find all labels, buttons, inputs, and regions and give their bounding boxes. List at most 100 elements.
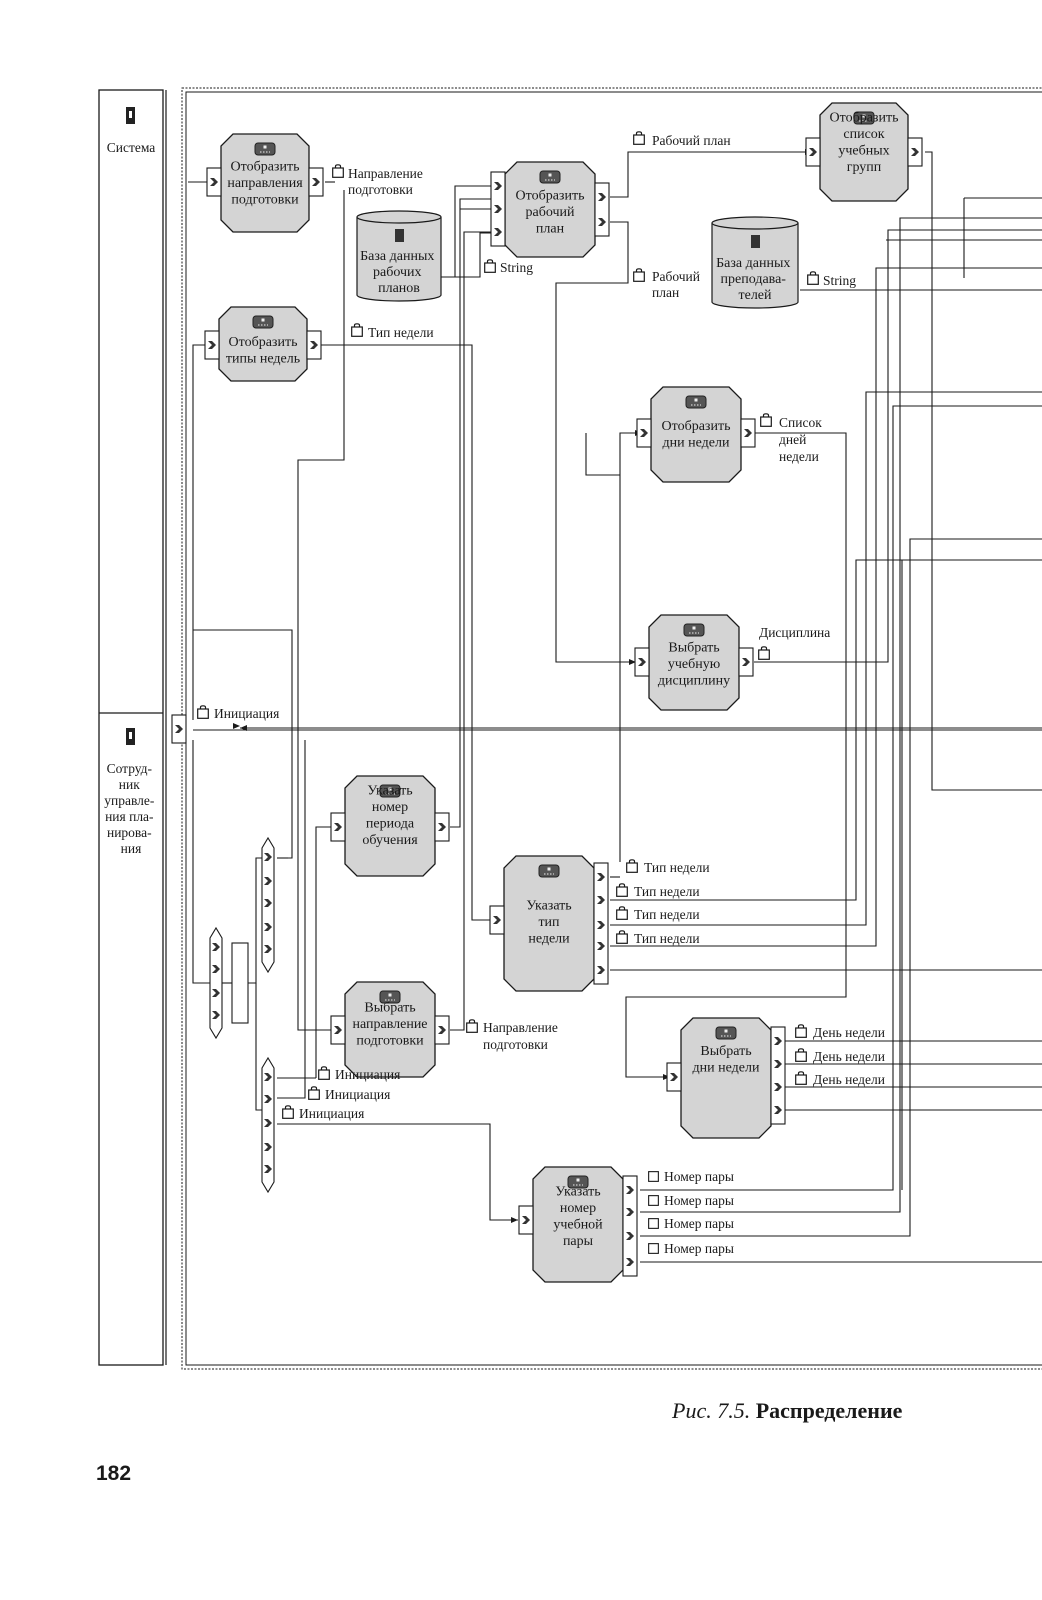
computer-icon <box>683 623 705 637</box>
data-object-icon <box>807 271 819 285</box>
computer-icon <box>539 170 561 184</box>
data-object-icon <box>616 930 628 944</box>
data-object-icon <box>648 1218 659 1229</box>
db-work-plans[interactable]: База данных рабочих планов <box>356 210 442 302</box>
svg-text:Тип недели: Тип недели <box>634 884 700 899</box>
data-object-icon <box>633 131 645 145</box>
svg-text:День недели: День недели <box>813 1072 885 1087</box>
svg-text:String: String <box>823 273 856 288</box>
data-object-icon <box>616 883 628 897</box>
svg-text:Тип недели: Тип недели <box>634 931 700 946</box>
output-port <box>770 1026 786 1125</box>
data-object-icon <box>308 1086 320 1100</box>
connectors <box>188 149 1042 1263</box>
database-icon <box>395 229 404 242</box>
computer-icon <box>715 1026 737 1040</box>
gateway-split-upper[interactable] <box>261 836 275 974</box>
data-object-icon <box>648 1195 659 1206</box>
svg-text:База данных рабочих: База данных рабочих планов <box>360 249 438 296</box>
output-port <box>594 182 610 237</box>
initiation-source-port[interactable] <box>171 714 187 744</box>
data-object-icon <box>626 859 638 873</box>
svg-text:Инициация: Инициация <box>325 1087 390 1102</box>
svg-text:Инициация: Инициация <box>335 1067 400 1082</box>
gateway-split-lower[interactable] <box>261 1056 275 1194</box>
lane-label-employee: Сотруд- ник управле- ния пла- нирова- ни… <box>104 761 158 856</box>
figure-caption: Рис. 7.5. Распределение <box>672 1398 902 1424</box>
svg-text:Инициация: Инициация <box>214 706 279 721</box>
data-object-icon <box>318 1066 330 1080</box>
svg-text:День недели: День недели <box>813 1049 885 1064</box>
data-object-icon <box>648 1171 659 1182</box>
svg-text:Номер пары: Номер пары <box>664 1241 734 1256</box>
svg-text:День недели: День недели <box>813 1025 885 1040</box>
data-object-icon <box>616 906 628 920</box>
computer-icon <box>252 315 274 329</box>
output-port <box>622 1175 638 1277</box>
svg-text:Номер пары: Номер пары <box>664 1193 734 1208</box>
employee-lane-icon <box>126 728 135 745</box>
db-teachers[interactable]: База данных преподава- телей <box>711 216 799 309</box>
data-object-icon <box>197 705 209 719</box>
data-object-icon <box>466 1019 478 1033</box>
svg-text:Тип недели: Тип недели <box>368 325 434 340</box>
data-object-icon <box>795 1024 807 1038</box>
data-object-icon <box>484 259 496 273</box>
svg-text:Рабочий план: Рабочий план <box>652 133 731 148</box>
data-object-icon <box>351 323 363 337</box>
svg-text:Инициация: Инициация <box>299 1106 364 1121</box>
database-icon <box>751 235 760 248</box>
system-lane-icon <box>126 107 135 124</box>
data-object-icon <box>332 164 344 178</box>
page-number: 182 <box>96 1462 132 1485</box>
data-object-icon <box>795 1071 807 1085</box>
svg-text:Номер пары: Номер пары <box>664 1169 734 1184</box>
computer-icon <box>254 142 276 156</box>
figure-number: Рис. 7.5. <box>672 1398 751 1423</box>
data-object-icon <box>282 1105 294 1119</box>
data-object-icon <box>648 1243 659 1254</box>
computer-icon <box>685 395 707 409</box>
gateway-split-main[interactable] <box>209 926 223 1040</box>
svg-text:Тип недели: Тип недели <box>634 907 700 922</box>
svg-text:Тип недели: Тип недели <box>644 860 710 875</box>
data-object-icon <box>795 1048 807 1062</box>
svg-text:База данных преподава-: База данных преподава- телей <box>716 256 794 303</box>
data-object-icon <box>758 646 770 660</box>
figure-title: Распределение <box>755 1398 903 1423</box>
data-object-icon <box>633 268 645 282</box>
svg-text:String: String <box>500 260 533 275</box>
svg-text:Номер пары: Номер пары <box>664 1216 734 1231</box>
svg-text:Дисциплина: Дисциплина <box>759 625 830 640</box>
data-object-icon <box>760 413 772 427</box>
computer-icon <box>538 864 560 878</box>
